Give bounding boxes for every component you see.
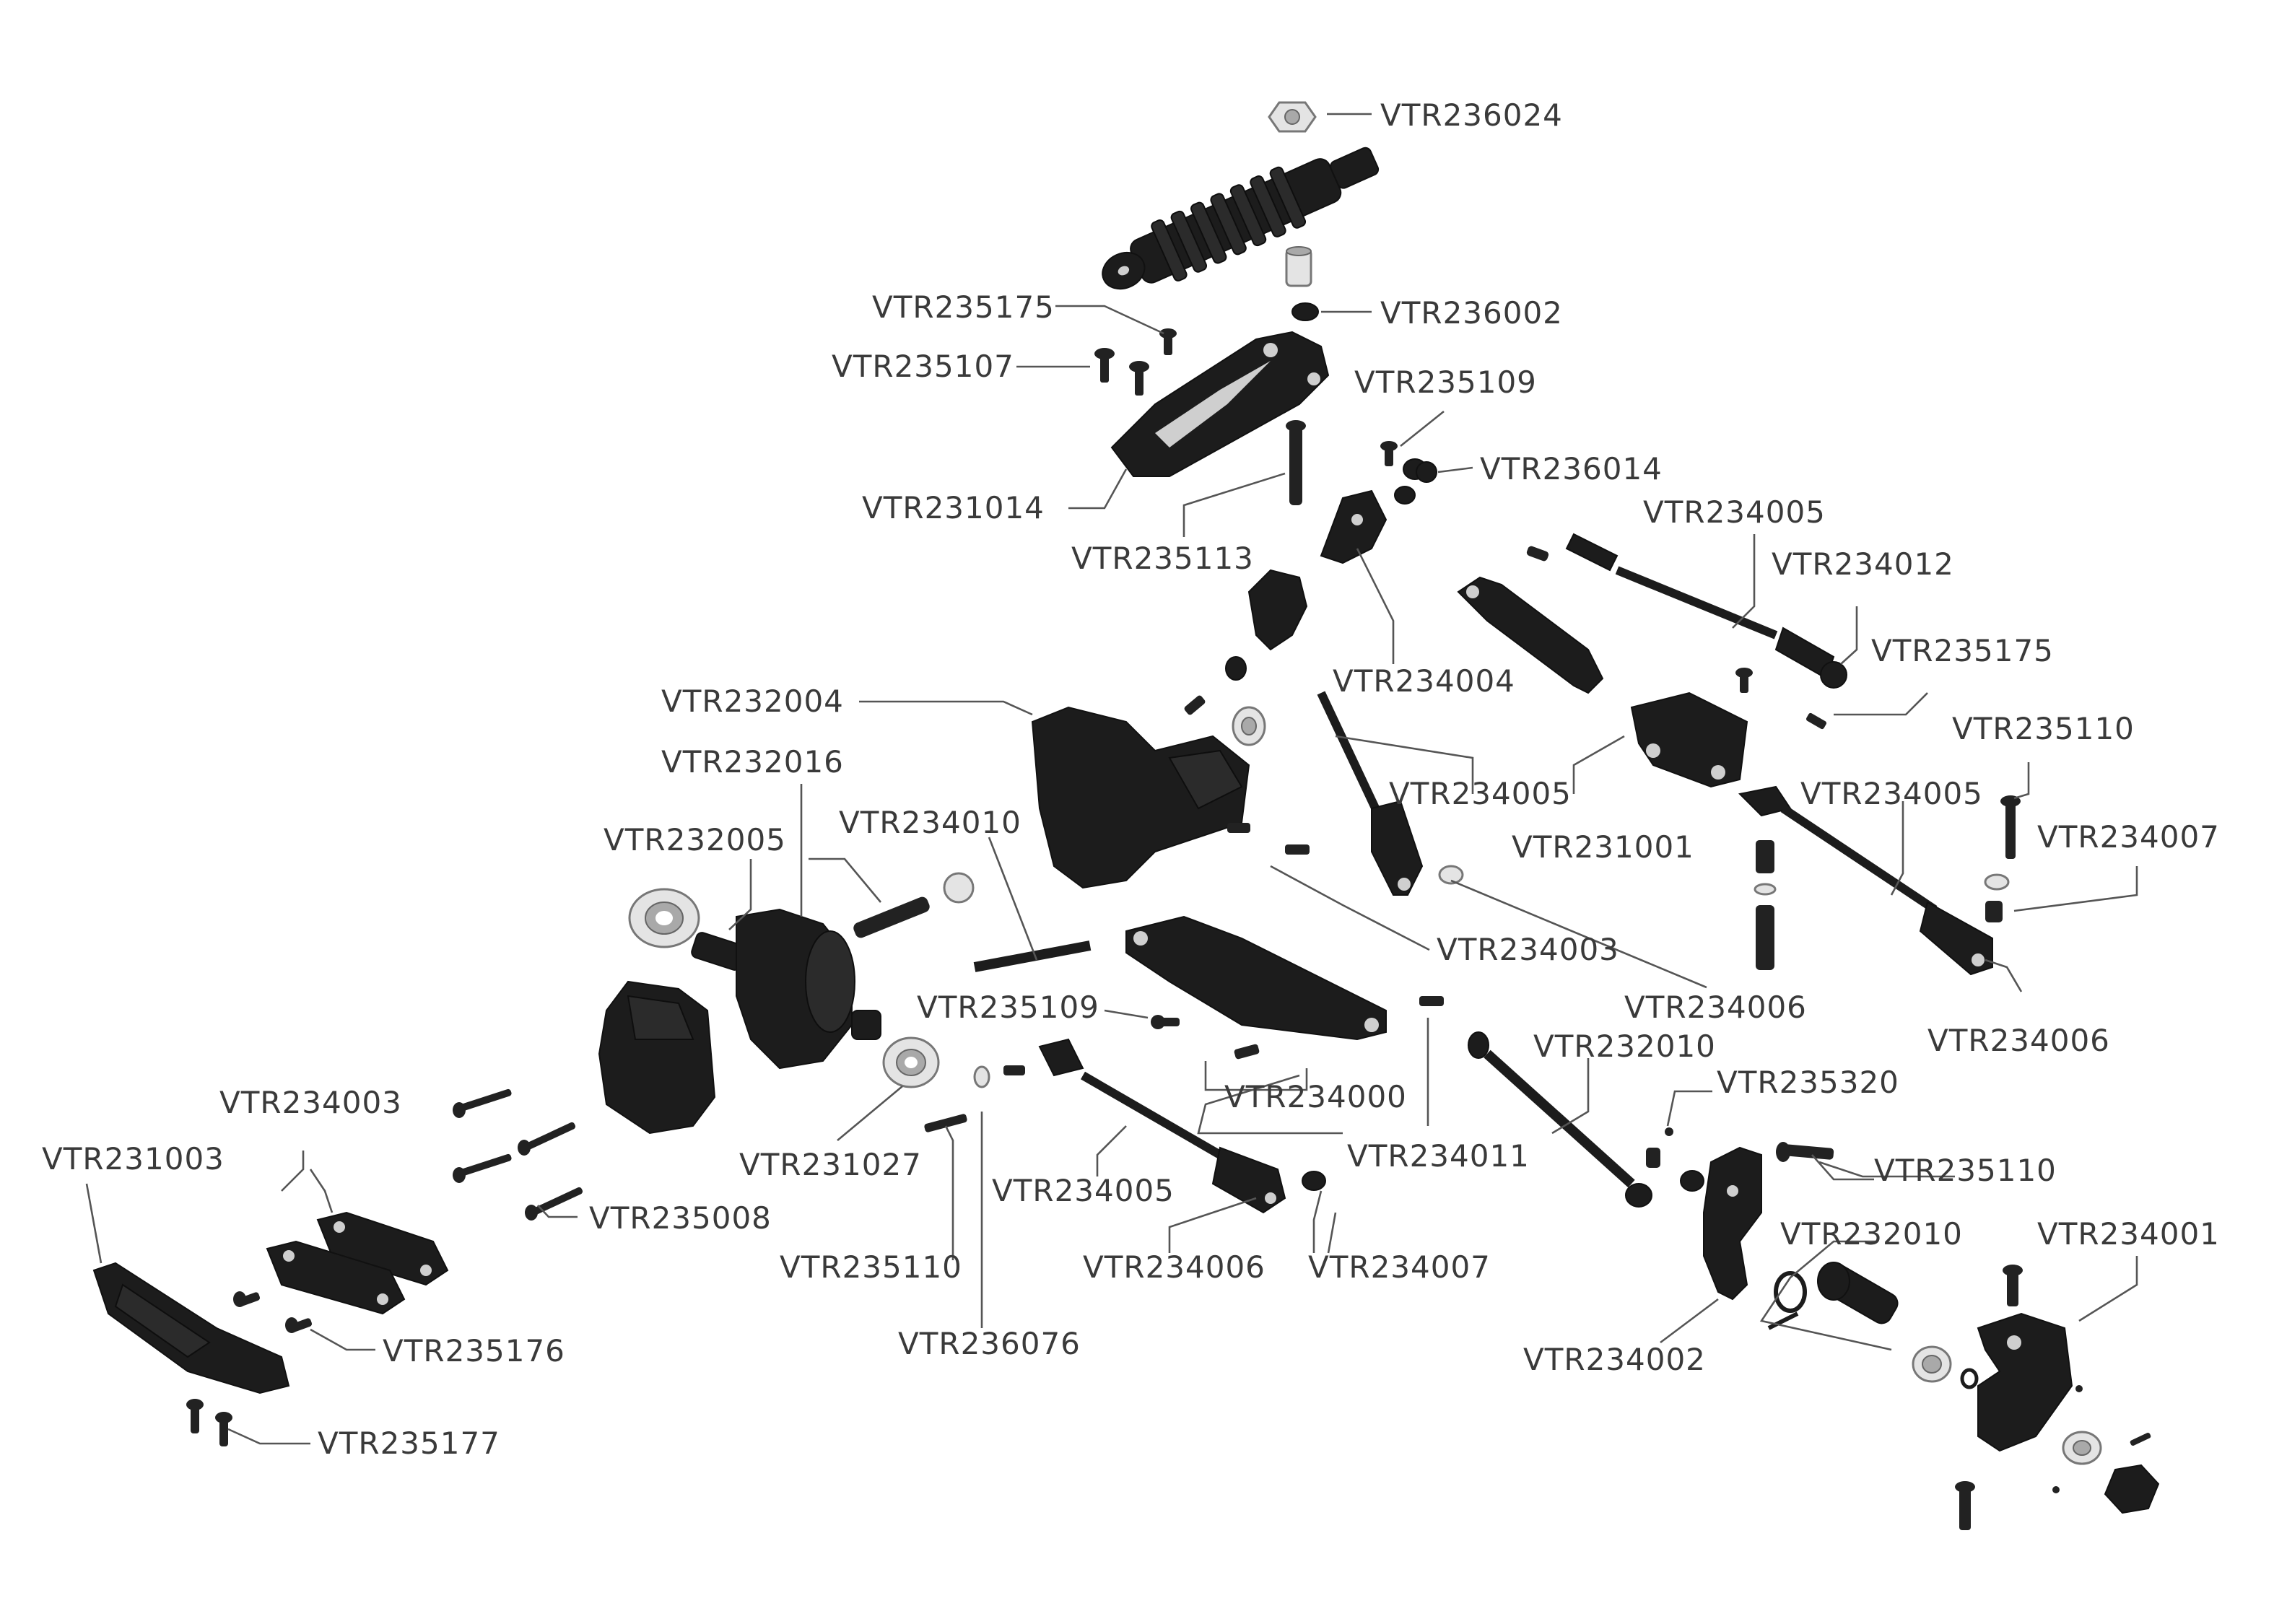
label-vtr235113: VTR235113 <box>1071 541 1254 576</box>
label-vtr234005-lower: VTR234005 <box>992 1173 1175 1208</box>
label-vtr234012: VTR234012 <box>1772 546 1954 582</box>
shock-tower-plate <box>1110 331 1330 477</box>
label-vtr235177: VTR235177 <box>318 1426 500 1461</box>
diff-cover-screws <box>453 1088 583 1221</box>
wheel-hex-nut <box>2062 1431 2160 1514</box>
cvd-axle <box>1767 1262 1899 1330</box>
label-vtr236076: VTR236076 <box>898 1326 1081 1361</box>
label-vtr235175-right: VTR235175 <box>1871 633 2054 668</box>
label-vtr231027: VTR231027 <box>739 1147 922 1182</box>
bearing-left <box>628 888 700 948</box>
label-vtr235110-right: VTR235110 <box>1952 711 2135 746</box>
part-labels: VTR236024 VTR235175 VTR236002 VTR235107 … <box>42 97 2220 1461</box>
toe-link-right <box>1738 785 1993 976</box>
label-vtr234002: VTR234002 <box>1523 1342 1706 1377</box>
plate-screws <box>1094 328 1177 396</box>
label-vtr235110-left: VTR235110 <box>780 1249 962 1285</box>
label-vtr234011: VTR234011 <box>1347 1138 1530 1174</box>
ball-stud-posts <box>1754 840 1777 970</box>
screw-right <box>1984 795 2021 922</box>
label-vtr232016: VTR232016 <box>661 744 844 780</box>
label-vtr232010-lower: VTR232010 <box>1780 1216 1963 1252</box>
steering-knuckle <box>1955 1265 2083 1530</box>
label-vtr234005-upper: VTR234005 <box>1643 494 1826 530</box>
camber-bracket <box>1320 441 1437 564</box>
bearing-right <box>1912 1345 1979 1389</box>
label-vtr234004: VTR234004 <box>1333 663 1515 699</box>
label-vtr235109-mid: VTR235109 <box>917 990 1099 1025</box>
label-vtr235109-top: VTR235109 <box>1354 364 1537 400</box>
label-vtr234003-center: VTR234003 <box>1437 932 1619 967</box>
pin-235320 <box>1646 1127 1673 1168</box>
label-vtr236014: VTR236014 <box>1480 451 1663 486</box>
label-vtr232005: VTR232005 <box>604 822 786 857</box>
label-vtr231001: VTR231001 <box>1512 829 1694 865</box>
label-vtr234007-right: VTR234007 <box>2037 819 2220 855</box>
lower-link <box>924 1038 1326 1214</box>
bearing-231027 <box>882 1036 940 1088</box>
lower-arm <box>1125 915 1444 1060</box>
shock-absorber <box>1102 147 1380 290</box>
diff-cover <box>598 980 716 1135</box>
label-vtr232004: VTR232004 <box>661 684 844 719</box>
upper-link-assembly <box>1457 533 1847 694</box>
label-vtr234003-left: VTR234003 <box>219 1085 402 1120</box>
label-vtr235107: VTR235107 <box>832 349 1014 384</box>
label-vtr234006-lower: VTR234006 <box>1083 1249 1265 1285</box>
label-vtr234000: VTR234000 <box>1224 1079 1407 1114</box>
label-vtr235320: VTR235320 <box>1717 1065 1899 1100</box>
hub-carrier <box>1680 1142 1834 1301</box>
label-vtr235176: VTR235176 <box>383 1333 565 1368</box>
label-vtr235008: VTR235008 <box>589 1200 772 1236</box>
diagonal-link <box>1247 569 1464 896</box>
gearbox-case <box>1031 656 1310 889</box>
screws-235176 <box>233 1291 313 1333</box>
label-vtr234001: VTR234001 <box>2037 1216 2220 1252</box>
label-vtr231014: VTR231014 <box>862 490 1045 525</box>
lock-nut-top <box>1268 101 1317 133</box>
label-vtr234010: VTR234010 <box>839 805 1021 840</box>
part-illustrations <box>92 101 2160 1530</box>
label-vtr235110-lower-right: VTR235110 <box>1874 1153 2057 1188</box>
label-vtr236002: VTR236002 <box>1380 295 1563 331</box>
label-vtr234007-lower: VTR234007 <box>1308 1249 1491 1285</box>
label-vtr234005-mid: VTR234005 <box>1389 776 1572 811</box>
driveshaft <box>1468 1031 1652 1208</box>
screws-235177 <box>186 1399 232 1446</box>
label-vtr234006-center: VTR234006 <box>1624 990 1807 1025</box>
label-vtr235175-top: VTR235175 <box>872 289 1055 325</box>
bulkhead-rear <box>1630 668 1827 788</box>
small-nut <box>1291 302 1319 321</box>
label-vtr231003: VTR231003 <box>42 1141 225 1176</box>
leader-lines <box>85 113 2138 1445</box>
label-vtr232010-upper: VTR232010 <box>1533 1029 1716 1064</box>
suspension-braces <box>266 1211 449 1315</box>
label-vtr234005-right: VTR234005 <box>1800 776 1983 811</box>
long-pin <box>1286 420 1306 505</box>
differential <box>691 908 881 1070</box>
label-vtr234006-right: VTR234006 <box>1927 1023 2110 1058</box>
bumper <box>92 1262 290 1394</box>
label-vtr236024: VTR236024 <box>1380 97 1563 133</box>
axle-shaft <box>853 872 1092 972</box>
